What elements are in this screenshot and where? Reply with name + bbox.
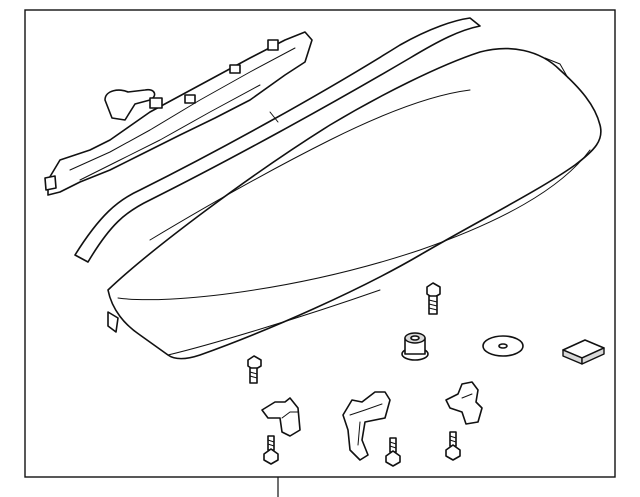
screw — [385, 437, 401, 467]
screw — [445, 431, 461, 461]
spoiler-panel — [107, 47, 602, 360]
bolt — [426, 282, 441, 315]
grommet-nut — [401, 332, 429, 361]
mounting-bracket — [261, 397, 301, 437]
bolt — [247, 355, 262, 384]
trim-strip — [74, 17, 481, 263]
mounting-bracket — [342, 391, 391, 461]
brake-lamp-bracket — [44, 31, 313, 196]
mounting-bracket — [445, 381, 483, 425]
screw — [263, 435, 279, 465]
washer — [482, 335, 524, 357]
diagram-frame — [24, 9, 616, 478]
pad — [562, 339, 605, 365]
